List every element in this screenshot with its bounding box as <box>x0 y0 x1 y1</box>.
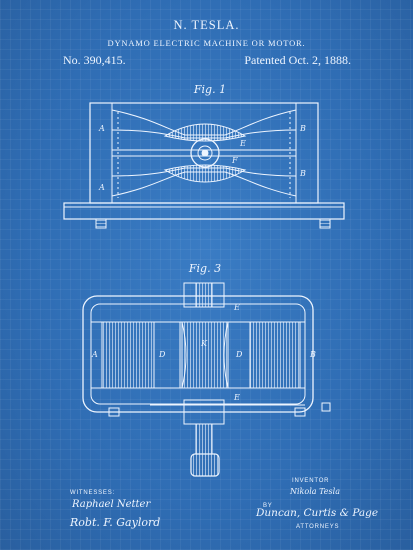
fig3-letter-k: K <box>200 339 208 348</box>
attorneys-label: ATTORNEYS <box>296 524 340 530</box>
inventor-label: INVENTOR <box>292 478 330 484</box>
fig3-drawing <box>82 282 331 477</box>
inventor-name: N. TESLA. <box>173 18 240 32</box>
fig1-letter-b2: B <box>299 169 306 178</box>
fig1-letter-b: B <box>299 124 306 133</box>
patent-number: No. 390,415. <box>63 53 126 67</box>
fig3-letter-a: A <box>91 350 98 359</box>
fig3-label: Fig. 3 <box>188 262 221 275</box>
fig3-letter-b: B <box>309 350 316 359</box>
inventor-signature: Nikola Tesla <box>290 487 340 496</box>
witnesses-label: WITNESSES: <box>70 490 116 496</box>
fig1-letter-e: E <box>239 139 246 148</box>
fig3-letter-d2: D <box>235 350 243 359</box>
fig3-letter-d: D <box>158 350 166 359</box>
witness-2-signature: Robt. F. Gaylord <box>70 516 161 529</box>
by-label: BY <box>263 503 273 509</box>
attorneys-signature: Duncan, Curtis & Page <box>256 507 379 519</box>
fig1-letter-f: F <box>231 156 238 165</box>
fig1-label: Fig. 1 <box>193 83 226 96</box>
fig1-drawing <box>63 102 345 229</box>
fig1-letter-a2: A <box>98 183 105 192</box>
witness-1-signature: Raphael Netter <box>72 499 151 510</box>
fig1-letter-a: A <box>98 124 105 133</box>
invention-title: DYNAMO ELECTRIC MACHINE OR MOTOR. <box>107 38 306 48</box>
patent-date: Patented Oct. 2, 1888. <box>244 53 351 67</box>
fig3-letter-e2: E <box>233 393 240 402</box>
fig3-letter-e: E <box>233 303 240 312</box>
